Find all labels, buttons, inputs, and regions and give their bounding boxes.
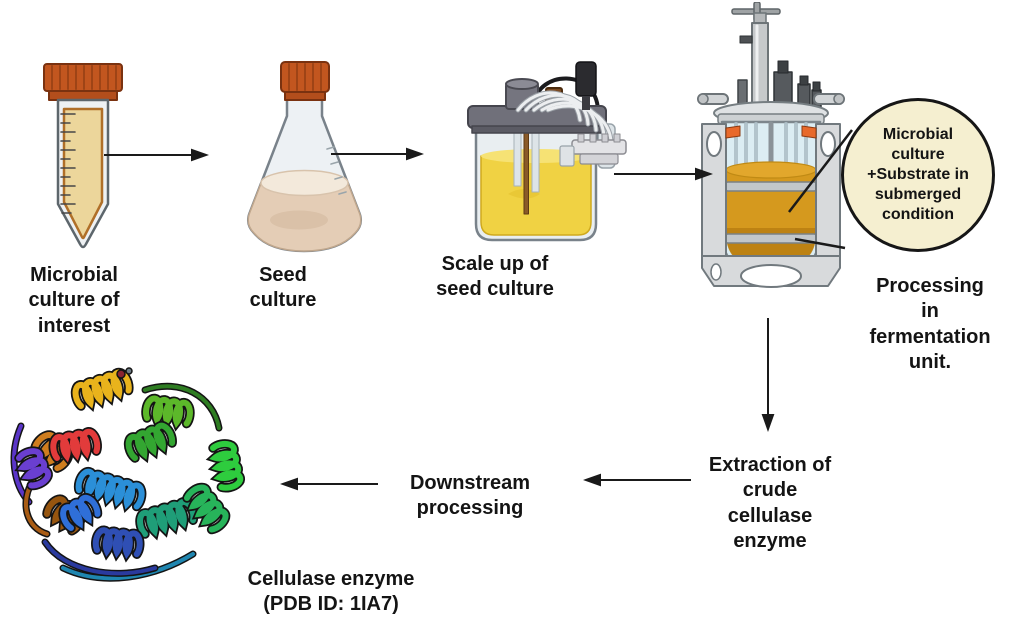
label-microbial-culture: Microbial culture of interest [28,264,120,337]
callout-text: Microbial culture +Substrate in submerge… [867,126,969,223]
erlenmeyer-flask-icon [246,61,363,253]
arrow-extraction-to-downstream [583,473,691,487]
falcon-tube-icon [43,63,123,249]
arrow-downstream-to-product [280,477,378,491]
label-downstream: Downstream processing [409,472,531,520]
fermenter-icon [697,2,845,288]
label-extraction: Extraction of crude cellulase enzyme [708,454,832,553]
label-fermentation-unit: Processing in fermentation unit. [869,275,991,374]
arrow-fermenter-to-extraction [761,318,775,432]
label-cellulase-enzyme: Cellulase enzyme (PDB ID: 1IA7) [247,568,415,616]
label-seed-culture: Seed culture [249,264,317,312]
ligand-atoms [116,367,133,379]
callout-bubble: Microbial culture +Substrate in submerge… [841,98,995,252]
protein-helices [18,371,241,555]
protein-structure-icon [10,362,261,582]
label-scale-up: Scale up of seed culture [436,253,554,301]
mini-bioreactor-icon [467,61,627,242]
protein-loop-strands [10,382,223,582]
